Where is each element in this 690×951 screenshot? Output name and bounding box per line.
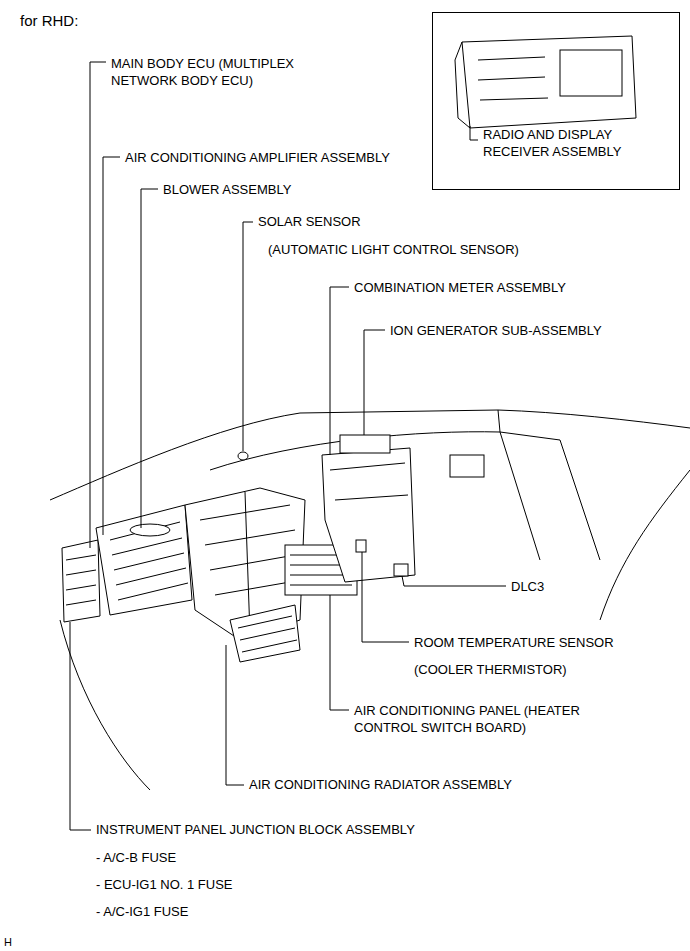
part-label: INSTRUMENT PANEL JUNCTION BLOCK ASSEMBLY: [96, 821, 415, 838]
part-label: ROOM TEMPERATURE SENSOR: [414, 634, 614, 651]
leader-line: [364, 330, 385, 435]
vent-recess: [450, 455, 484, 477]
part-label-note: (AUTOMATIC LIGHT CONTROL SENSOR): [268, 241, 519, 258]
radio-detail: [478, 57, 548, 100]
part-label: SOLAR SENSOR: [258, 213, 361, 230]
page-title: for RHD:: [20, 12, 78, 29]
part-label: AIR CONDITIONING AMPLIFIER ASSEMBLY: [125, 149, 390, 166]
part-label: COMBINATION METER ASSEMBLY: [354, 279, 566, 296]
radio-display: [560, 50, 622, 96]
inset-box: RADIO AND DISPLAY RECEIVER ASSEMBLY: [432, 12, 680, 190]
dlc3-connector: [394, 564, 408, 576]
leader-line: [90, 62, 106, 548]
dashboard-line: [498, 410, 600, 560]
fuse-label: - ECU-IG1 NO. 1 FUSE: [96, 876, 233, 893]
watermark: H: [4, 934, 12, 951]
label-anchor: COMBINATION METER ASSEMBLY: [354, 279, 566, 296]
radio-receiver: [462, 36, 636, 128]
part-label: MAIN BODY ECU (MULTIPLEX NETWORK BODY EC…: [111, 55, 326, 89]
leader-line: [362, 552, 409, 642]
label-anchor: - A/C-IG1 FUSE: [96, 903, 188, 920]
leader-line: [70, 622, 91, 830]
radiator: [230, 605, 300, 662]
part-label: AIR CONDITIONING PANEL (HEATER CONTROL S…: [354, 702, 604, 736]
ion-generator: [340, 435, 390, 453]
blower-inlet: [130, 524, 170, 536]
label-anchor: MAIN BODY ECU (MULTIPLEX NETWORK BODY EC…: [111, 55, 326, 89]
leader-line: [470, 126, 478, 140]
label-anchor: AIR CONDITIONING AMPLIFIER ASSEMBLY: [125, 149, 390, 166]
label-anchor: INSTRUMENT PANEL JUNCTION BLOCK ASSEMBLY: [96, 821, 415, 838]
label-anchor: AIR CONDITIONING RADIATOR ASSEMBLY: [249, 776, 512, 793]
blower-detail: [110, 522, 188, 600]
blower-assembly: [96, 505, 192, 615]
leader-line: [141, 189, 158, 528]
solar-sensor: [238, 452, 248, 460]
label-anchor: - A/C-B FUSE: [96, 849, 176, 866]
label-anchor: DLC3: [511, 578, 544, 595]
part-label: DLC3: [511, 578, 544, 595]
radio-receiver-side: [455, 42, 470, 128]
part-label-note: (COOLER THERMISTOR): [414, 661, 567, 678]
leader-line: [226, 645, 244, 785]
leader-line: [103, 157, 120, 535]
label-anchor: H: [4, 934, 12, 951]
part-label: BLOWER ASSEMBLY: [163, 181, 291, 198]
room-temp-sensor: [356, 540, 366, 552]
combination-meter-detail: [330, 463, 408, 500]
label-anchor: ROOM TEMPERATURE SENSOR: [414, 634, 614, 651]
fuse-label: - A/C-IG1 FUSE: [96, 903, 188, 920]
title-anchor: for RHD:: [20, 12, 78, 29]
label-anchor: BLOWER ASSEMBLY: [163, 181, 291, 198]
leader-line: [402, 576, 506, 586]
radiator-detail: [238, 616, 297, 652]
fuse-label: - A/C-B FUSE: [96, 849, 176, 866]
leader-line: [330, 595, 349, 710]
part-label: RADIO AND DISPLAY RECEIVER ASSEMBLY: [483, 126, 653, 160]
label-anchor: SOLAR SENSOR: [258, 213, 361, 230]
label-anchor: (COOLER THERMISTOR): [414, 661, 567, 678]
leader-line: [330, 287, 349, 455]
combination-meter: [322, 448, 415, 582]
junction-block-detail: [66, 555, 96, 605]
junction-block: [62, 540, 100, 622]
part-label: AIR CONDITIONING RADIATOR ASSEMBLY: [249, 776, 512, 793]
part-label: ION GENERATOR SUB-ASSEMBLY: [390, 322, 602, 339]
label-anchor: (AUTOMATIC LIGHT CONTROL SENSOR): [268, 241, 519, 258]
label-anchor: - ECU-IG1 NO. 1 FUSE: [96, 876, 233, 893]
leader-line: [243, 222, 253, 451]
label-anchor: AIR CONDITIONING PANEL (HEATER CONTROL S…: [354, 702, 604, 736]
label-anchor: ION GENERATOR SUB-ASSEMBLY: [390, 322, 602, 339]
